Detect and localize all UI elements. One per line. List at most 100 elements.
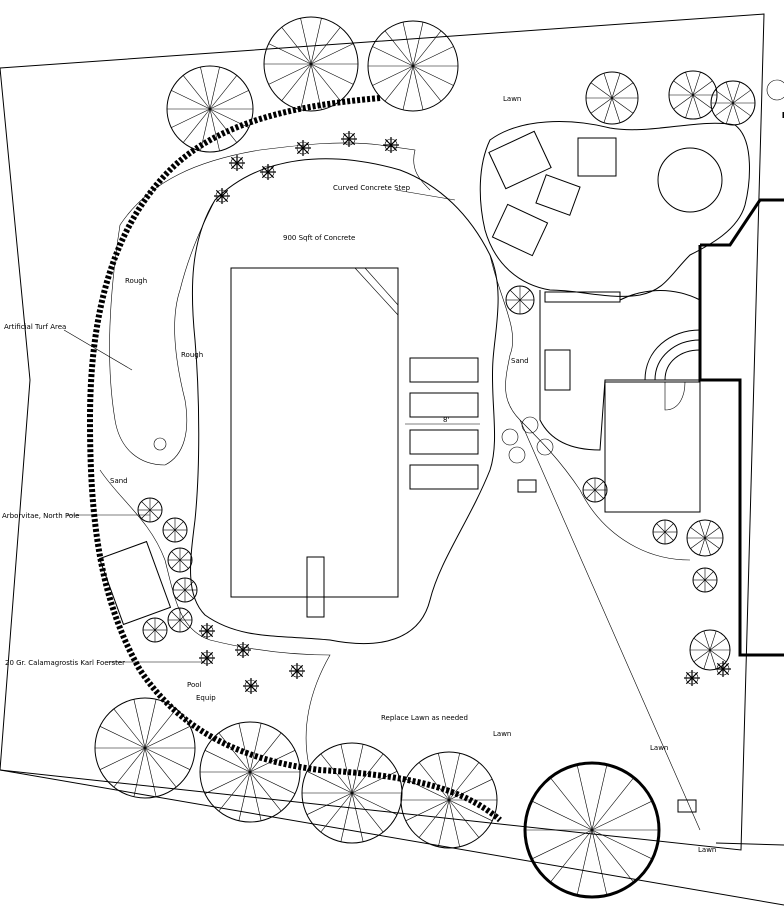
- utility-box: [517, 479, 537, 493]
- rough-area-outline: [109, 142, 431, 466]
- canopy-spoke: [656, 523, 666, 533]
- canopy-spoke: [310, 63, 322, 110]
- canopy-spoke: [418, 762, 450, 801]
- canopy-spoke: [402, 22, 414, 67]
- grass-blade: [716, 668, 724, 676]
- canopy-spoke: [238, 771, 251, 821]
- canopy-spoke: [590, 82, 613, 99]
- grass-blade: [250, 685, 258, 693]
- fire-pit: [535, 174, 581, 216]
- patio-outline: [479, 121, 750, 297]
- patio-lower-outline: [539, 290, 701, 451]
- canopy-spoke: [141, 501, 151, 511]
- grass-blade: [716, 662, 724, 670]
- leader-curved-step: [395, 189, 456, 201]
- canopy-spoke: [200, 108, 211, 151]
- canopy-spoke: [281, 63, 312, 101]
- bench: [544, 291, 621, 303]
- canopy-spoke: [703, 649, 711, 670]
- grass-blade: [722, 662, 730, 670]
- canopy-spoke: [692, 80, 713, 96]
- grass-blade: [206, 657, 214, 665]
- canopy-spoke: [448, 799, 493, 822]
- canopy-spoke: [171, 619, 181, 629]
- canopy-spoke: [171, 108, 211, 128]
- canopy-spoke: [144, 708, 177, 749]
- canopy-spoke: [732, 89, 751, 104]
- canopy-spoke: [238, 723, 251, 773]
- lounge-chair: [409, 357, 479, 383]
- canopy-spoke: [144, 726, 191, 749]
- canopy-spoke: [209, 90, 249, 110]
- canopy-spoke: [351, 792, 398, 815]
- pool-ladder: [306, 556, 325, 618]
- grass-blade: [267, 171, 275, 179]
- grass-blade: [691, 671, 699, 679]
- canopy-spoke: [249, 771, 282, 812]
- grass-blade: [342, 132, 350, 140]
- trees: [94, 16, 756, 899]
- canopy-spoke: [405, 799, 450, 822]
- canopy-spoke: [448, 762, 480, 801]
- canopy-spoke: [113, 708, 146, 749]
- turf-area-outline: [99, 469, 331, 771]
- label-rough-1: Rough: [125, 277, 147, 285]
- grass-blade: [206, 651, 214, 659]
- canopy-spoke: [591, 829, 635, 883]
- label-curved-step: Curved Concrete Step: [333, 184, 411, 192]
- canopy-spoke: [310, 27, 341, 65]
- canopy-spoke: [306, 771, 353, 794]
- canopy-spoke: [664, 523, 674, 533]
- canopy-spoke: [656, 531, 666, 541]
- grass-blade: [296, 141, 304, 149]
- canopy-spoke: [704, 537, 720, 549]
- canopy-spoke: [418, 799, 450, 838]
- grass-blade: [221, 189, 229, 197]
- canopy-spoke: [184, 581, 194, 591]
- canopy-spoke: [209, 75, 238, 110]
- leader-artificial-turf: [63, 329, 133, 371]
- canopy-spoke: [448, 799, 460, 847]
- canopy-spoke: [351, 792, 384, 833]
- grass-blade: [242, 643, 250, 651]
- grass-blade: [261, 165, 269, 173]
- canopy-spoke: [591, 829, 653, 860]
- label-lawn-top: Lawn: [503, 95, 521, 103]
- canopy-spoke: [218, 771, 251, 812]
- grass-blade: [236, 649, 244, 657]
- grasses: [199, 131, 731, 694]
- canopy-spoke: [692, 94, 701, 118]
- canopy-spoke: [166, 521, 176, 531]
- canopy-spoke: [603, 97, 613, 123]
- grass-blade: [384, 144, 392, 152]
- grass-blade: [206, 630, 214, 638]
- canopy-spoke: [591, 800, 653, 831]
- grass-blade: [296, 664, 304, 672]
- grass-blade: [342, 138, 350, 146]
- patio-umbrella: [657, 147, 723, 213]
- canopy-spoke: [218, 732, 251, 773]
- canopy-spoke: [149, 501, 159, 511]
- lounge-chair: [409, 392, 479, 418]
- canopy-spoke: [519, 299, 531, 311]
- canopy-spoke: [402, 65, 414, 110]
- canopy-spoke: [300, 63, 312, 110]
- canopy-spoke: [549, 777, 593, 831]
- canopy-spoke: [306, 792, 353, 815]
- canopy-spoke: [182, 75, 211, 110]
- canopy-spoke: [249, 723, 262, 773]
- canopy-spoke: [176, 589, 186, 599]
- canopy-spoke: [531, 800, 593, 831]
- canopy-spoke: [412, 65, 454, 86]
- label-arborvitae: Arborvitae, North Pole: [2, 512, 79, 520]
- canopy-spoke: [438, 753, 450, 801]
- canopy-spoke: [725, 102, 734, 125]
- canopy-spoke: [696, 579, 706, 589]
- canopy-spoke: [340, 792, 353, 842]
- grass-blade: [302, 147, 310, 155]
- canopy-spoke: [709, 649, 727, 662]
- canopy-spoke: [372, 46, 414, 67]
- canopy-spoke: [715, 102, 734, 117]
- grass-blade: [200, 630, 208, 638]
